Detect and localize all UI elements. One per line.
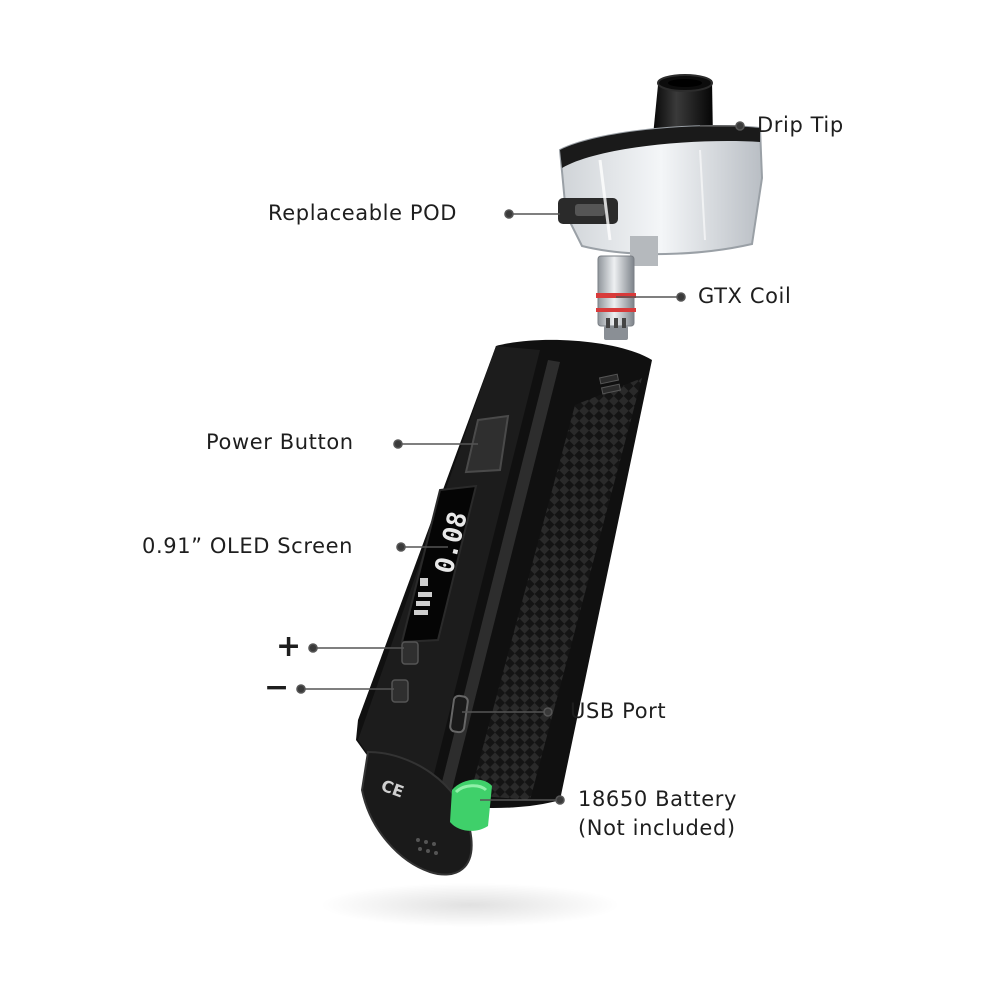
minus-button[interactable] bbox=[391, 679, 409, 703]
fire-button[interactable] bbox=[464, 414, 510, 474]
label-gtx-coil: GTX Coil bbox=[698, 284, 792, 308]
plus-button[interactable] bbox=[401, 641, 419, 665]
battery-part bbox=[450, 779, 492, 831]
usb-port[interactable] bbox=[449, 694, 469, 734]
label-oled-screen: 0.91” OLED Screen bbox=[142, 534, 354, 558]
label-minus: − bbox=[264, 670, 290, 705]
label-usb-port: USB Port bbox=[570, 699, 667, 723]
pod-part bbox=[558, 125, 764, 266]
floor-shadow bbox=[320, 883, 620, 927]
oled-screen: 0.08 bbox=[400, 484, 478, 644]
label-battery-line1: 18650 Battery bbox=[578, 787, 738, 811]
battery-cover: CE bbox=[360, 750, 473, 876]
device-body: 0.08 bbox=[356, 339, 652, 809]
label-drip-tip: Drip Tip bbox=[757, 113, 844, 137]
label-battery-line2: (Not included) bbox=[578, 816, 736, 840]
label-power-button: Power Button bbox=[206, 430, 354, 454]
callout-lines bbox=[296, 121, 745, 805]
label-replaceable-pod: Replaceable POD bbox=[268, 201, 458, 225]
coil-part bbox=[596, 255, 636, 340]
label-plus: + bbox=[276, 629, 302, 664]
